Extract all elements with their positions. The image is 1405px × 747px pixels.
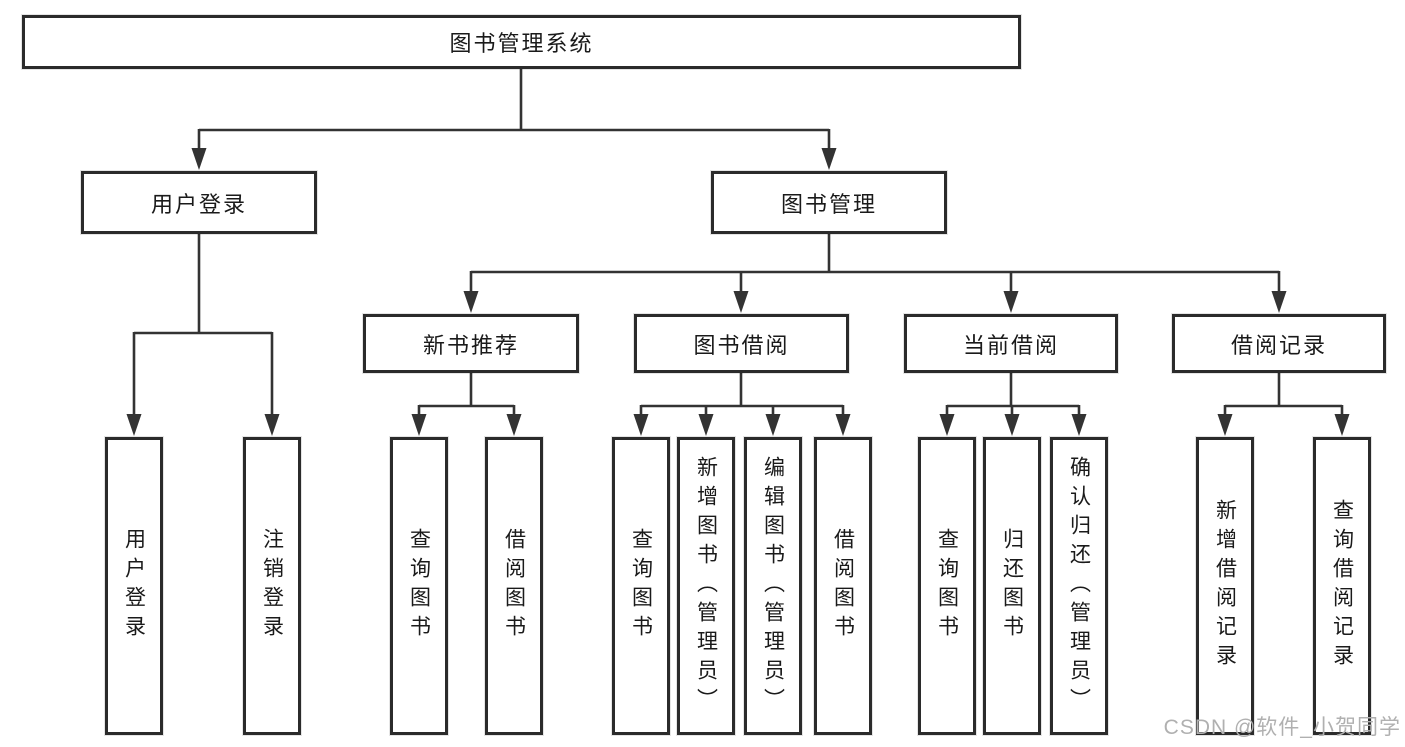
- node-label: 注销登录: [260, 528, 284, 644]
- node-label: 新书推荐: [422, 332, 519, 358]
- leaf-add-borrow-record: 新增借阅记录: [1196, 437, 1254, 735]
- leaf-return-books: 归还图书: [983, 437, 1041, 735]
- node-borrowing-records: 借阅记录: [1172, 314, 1386, 373]
- node-current-borrowing: 当前借阅: [904, 314, 1118, 373]
- leaf-search-borrow-record: 查询借阅记录: [1313, 437, 1371, 735]
- node-label: 图书管理系统: [449, 31, 594, 56]
- leaf-logout: 注销登录: [243, 437, 301, 735]
- node-library-management-system: 图书管理系统: [22, 15, 1021, 69]
- node-label: 归还图书: [1000, 528, 1024, 644]
- node-label: 查询图书: [407, 528, 431, 644]
- leaf-add-books-admin: 新增图书（管理员）: [677, 437, 735, 735]
- node-label: 图书借阅: [693, 332, 790, 358]
- node-book-borrowing: 图书借阅: [634, 314, 849, 373]
- node-label: 查询图书: [935, 528, 959, 644]
- node-label: 借阅记录: [1230, 332, 1327, 358]
- node-label: 借阅图书: [502, 528, 526, 644]
- node-new-book-recommendation: 新书推荐: [363, 314, 579, 373]
- node-label: 当前借阅: [962, 332, 1059, 358]
- leaf-search-books-current: 查询图书: [918, 437, 976, 735]
- node-label: 新增图书（管理员）: [694, 455, 718, 717]
- node-user-login: 用户登录: [81, 171, 317, 234]
- node-label: 新增借阅记录: [1213, 499, 1237, 673]
- node-book-management: 图书管理: [711, 171, 947, 234]
- leaf-confirm-return-admin: 确认归还（管理员）: [1050, 437, 1108, 735]
- node-label: 查询图书: [629, 528, 653, 644]
- leaf-borrow-books-recommend: 借阅图书: [485, 437, 543, 735]
- node-label: 编辑图书（管理员）: [761, 455, 785, 717]
- leaf-edit-books-admin: 编辑图书（管理员）: [744, 437, 802, 735]
- node-label: 借阅图书: [831, 528, 855, 644]
- leaf-search-books-borrowing: 查询图书: [612, 437, 670, 735]
- leaf-borrow-books-borrowing: 借阅图书: [814, 437, 872, 735]
- watermark: CSDN @软件_小贺同学: [1163, 716, 1401, 739]
- leaf-search-books-recommend: 查询图书: [390, 437, 448, 735]
- node-label: 用户登录: [150, 191, 247, 217]
- node-label: 查询借阅记录: [1330, 499, 1354, 673]
- node-label: 确认归还（管理员）: [1067, 455, 1091, 717]
- node-label: 图书管理: [780, 191, 877, 217]
- leaf-user-login: 用户登录: [105, 437, 163, 735]
- node-label: 用户登录: [122, 528, 146, 644]
